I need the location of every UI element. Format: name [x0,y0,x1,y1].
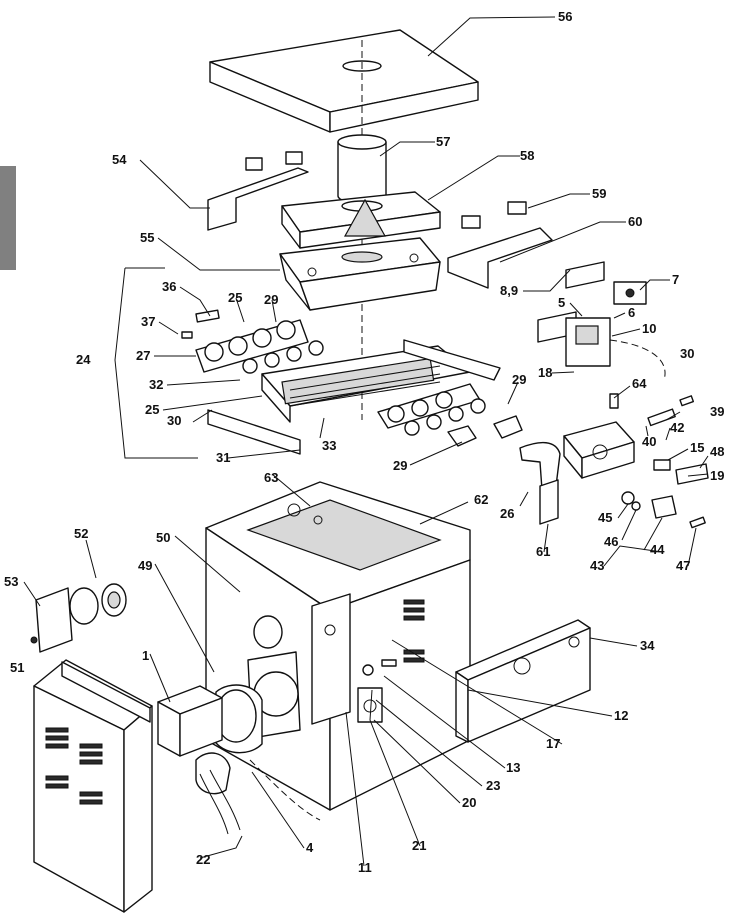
callout-4: 4 [306,840,314,855]
part-fittings [181,309,220,339]
part-burner-tray [261,339,501,423]
callout-50: 50 [156,530,170,545]
callout-29-right: 29 [512,372,526,387]
callout-10: 10 [642,321,656,336]
callout-55: 55 [140,230,154,245]
callout-40: 40 [642,434,656,449]
callout-6: 6 [628,305,635,320]
callout-7: 7 [672,272,679,287]
part-jacket-panel [33,659,153,913]
callout-15: 15 [690,440,704,455]
burner-tubes [289,365,441,407]
callout-23: 23 [486,778,500,793]
callout-5: 5 [558,295,565,310]
callout-30-right: 30 [680,346,694,361]
callout-18: 18 [538,365,552,380]
callout-12: 12 [614,708,628,723]
part-side-shield [447,201,553,289]
callout-60: 60 [628,214,642,229]
callout-17: 17 [546,736,560,751]
part-pilot-assembly [621,491,706,529]
cabinet-vents [403,599,425,663]
callout-31: 31 [216,450,230,465]
part-header-left [195,319,324,374]
part-draft-hood [281,191,441,249]
callout-53: 53 [4,574,18,589]
callout-27: 27 [136,348,150,363]
callout-46: 46 [604,534,618,549]
callout-62: 62 [474,492,488,507]
part-header-right [377,383,523,447]
part-front-trim [455,619,591,743]
leader-lines [23,16,709,867]
callout-44: 44 [650,542,665,557]
part-hoses [199,759,321,835]
callout-32: 32 [149,377,163,392]
part-flue-collector [279,237,441,311]
callout-21: 21 [412,838,426,853]
callout-30-left: 30 [167,413,181,428]
callout-1: 1 [142,648,149,663]
callout-19: 19 [710,468,724,483]
callout-8-9: 8,9 [500,283,518,298]
callout-36: 36 [162,279,176,294]
callout-52: 52 [74,526,88,541]
callout-56: 56 [558,9,572,24]
callout-48: 48 [710,444,724,459]
callout-59: 59 [592,186,606,201]
part-manifold-pipe [519,441,561,491]
jacket-louvres [45,727,103,805]
callout-64: 64 [632,376,647,391]
part-gas-valve [563,393,709,485]
callout-29-bottom: 29 [393,458,407,473]
callout-57: 57 [436,134,450,149]
part-top-cover [209,29,479,133]
callout-63: 63 [264,470,278,485]
part-control-bracket [537,261,666,381]
callout-43: 43 [590,558,604,573]
callout-45: 45 [598,510,612,525]
callout-13: 13 [506,760,520,775]
callout-51: 51 [10,660,24,675]
callout-34: 34 [640,638,655,653]
callout-22: 22 [196,852,210,867]
callout-54: 54 [112,152,127,167]
page-edge-tab [0,166,16,270]
callout-29-top: 29 [264,292,278,307]
part-bracket [539,479,559,525]
part-deflector [207,409,301,455]
part-blower-motor [157,685,231,795]
callout-labels: 56 57 58 54 59 60 55 7 8,9 5 6 10 36 25 … [4,9,724,875]
callout-20: 20 [462,795,476,810]
callout-25-mid: 25 [145,402,159,417]
callout-33: 33 [322,438,336,453]
part-ignition-panel [311,593,397,725]
callout-42: 42 [670,420,684,435]
part-access-door [30,583,127,653]
callout-11: 11 [358,860,372,875]
callout-25-top: 25 [228,290,242,305]
callout-49: 49 [138,558,152,573]
callout-61: 61 [536,544,550,559]
callout-58: 58 [520,148,534,163]
callout-26: 26 [500,506,514,521]
callout-47: 47 [676,558,690,573]
callout-39: 39 [710,404,724,419]
part-rear-shield [207,151,309,231]
part-flue-collar [337,134,387,204]
callout-24: 24 [76,352,91,367]
callout-37: 37 [141,314,155,329]
part-combustion-blower [213,651,301,754]
